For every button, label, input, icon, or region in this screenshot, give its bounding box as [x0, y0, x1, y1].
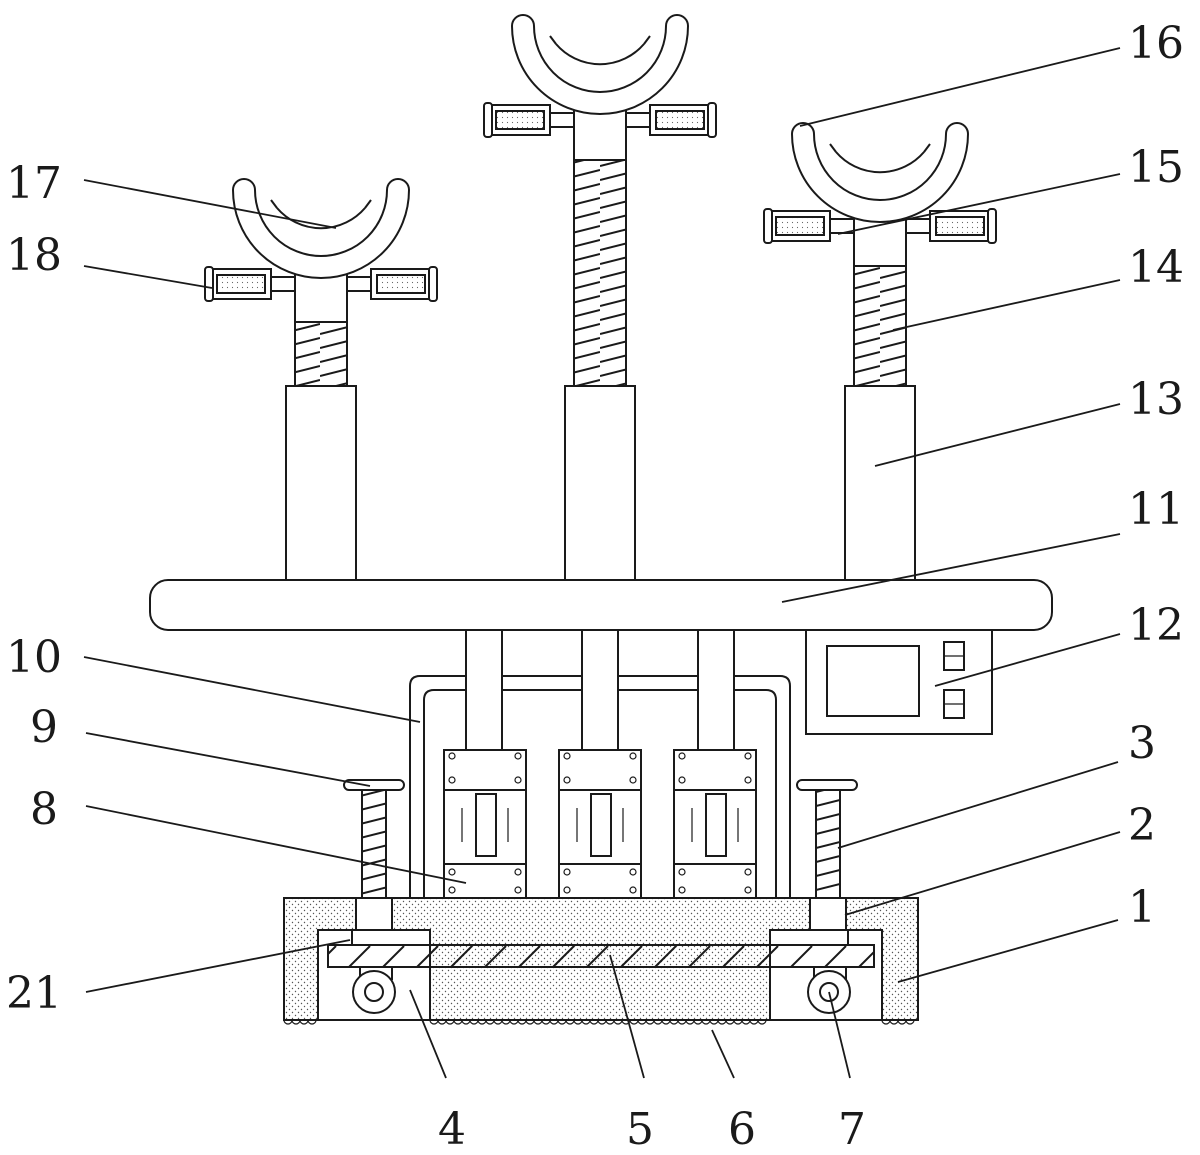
sleeve-left	[355, 897, 393, 931]
label-2: 2	[1128, 800, 1156, 851]
label-6: 6	[728, 1104, 756, 1155]
screw-rod-left	[343, 779, 405, 899]
columns	[285, 385, 916, 581]
motor-2	[558, 749, 642, 899]
block-right	[769, 929, 849, 946]
motor-3	[673, 749, 757, 899]
label-14: 14	[1128, 242, 1184, 293]
support-head-2	[483, 14, 717, 387]
drive-shafts	[465, 629, 735, 751]
motor-1	[443, 749, 527, 899]
control-panel	[805, 629, 993, 735]
leader-lines	[83, 47, 1121, 1079]
anti-slip-pads	[283, 1019, 915, 1025]
label-7: 7	[838, 1104, 866, 1155]
hatched-plate	[327, 944, 875, 968]
label-16: 16	[1128, 18, 1184, 69]
support-heads	[204, 14, 997, 387]
label-10: 10	[6, 632, 62, 683]
label-1: 1	[1128, 882, 1156, 933]
base-frame	[283, 897, 919, 1025]
label-9: 9	[30, 702, 58, 753]
table-plate	[149, 579, 1053, 631]
label-11: 11	[1128, 484, 1184, 535]
label-17: 17	[6, 158, 62, 209]
display-screen	[826, 645, 920, 717]
support-head-1	[204, 178, 438, 387]
wheel-right	[807, 966, 851, 1014]
handwheel-left	[343, 779, 405, 791]
label-18: 18	[6, 230, 62, 281]
block-left	[351, 929, 431, 946]
wheel-left	[352, 966, 396, 1014]
label-8: 8	[30, 784, 58, 835]
sleeve-right	[809, 897, 847, 931]
label-5: 5	[626, 1104, 654, 1155]
label-15: 15	[1128, 142, 1184, 193]
handwheel-right	[796, 779, 858, 791]
label-13: 13	[1128, 374, 1184, 425]
label-3: 3	[1128, 718, 1156, 769]
reference-numbers: 1 2 3 4 5 6 7 8 9 10 11 12 13 14 15 16 1…	[6, 18, 1184, 1155]
support-head-3	[763, 122, 997, 387]
screw-rod-right	[796, 779, 858, 899]
label-21: 21	[6, 968, 62, 1019]
label-12: 12	[1128, 600, 1184, 651]
drive-motors	[443, 749, 757, 899]
label-4: 4	[438, 1104, 466, 1155]
